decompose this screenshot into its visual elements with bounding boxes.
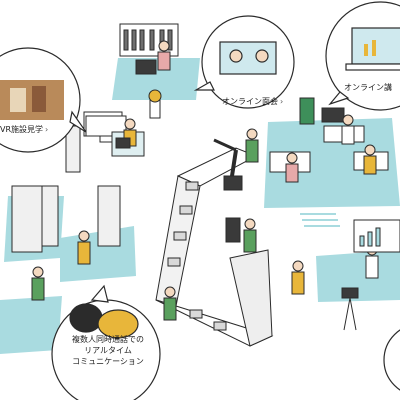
vr-tour-label[interactable]: VR施設見学› — [0, 125, 49, 134]
bubble-online-meeting[interactable] — [193, 15, 295, 109]
robot-arm — [213, 138, 243, 243]
chevron-right-icon: › — [280, 97, 284, 106]
bookshelf-area — [119, 23, 179, 119]
floor-zone-top-office — [112, 58, 200, 100]
multi-call-label[interactable]: 複数人同時通話での リアルタイム コミュニケーション — [72, 335, 144, 366]
online-lecture-label[interactable]: オンライン講 — [344, 83, 392, 92]
presentation-stage — [341, 219, 400, 331]
floor-zone-right-office — [264, 118, 400, 208]
floor-stripes — [300, 213, 340, 227]
floor-zone-bottom-left — [0, 296, 62, 354]
bubble-multi-call[interactable] — [51, 284, 161, 400]
speech-cloud-yellow — [97, 309, 139, 339]
bubble-partial-bottom-right — [383, 329, 400, 391]
sofa-area — [85, 115, 145, 157]
workshop-machines — [11, 111, 131, 253]
right-office-desks — [269, 97, 389, 183]
chevron-right-icon: › — [45, 125, 49, 134]
online-meeting-label[interactable]: オンライン面会› — [222, 97, 284, 106]
bubble-vr-tour[interactable] — [0, 47, 87, 153]
speech-cloud-dark — [69, 303, 103, 333]
bubble-online-lecture[interactable] — [325, 1, 400, 111]
floor-zone-right-stage — [316, 250, 400, 302]
